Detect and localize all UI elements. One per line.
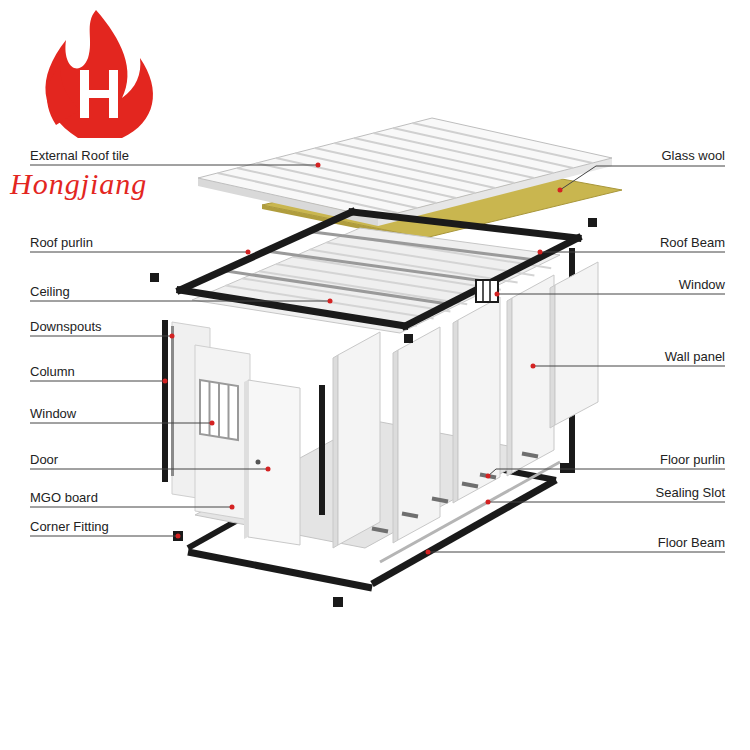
wall-panel [333, 262, 598, 548]
sealing-slot [380, 462, 560, 562]
corner-fitting [150, 218, 597, 607]
part-label: Sealing Slot [656, 485, 725, 500]
part-label: Corner Fitting [30, 519, 109, 534]
floor-beam [188, 480, 556, 588]
column [319, 385, 325, 515]
part-label: Ceiling [30, 284, 70, 299]
part-label: Roof purlin [30, 235, 93, 250]
part-label: MGO board [30, 490, 98, 505]
roof-tile [198, 118, 612, 226]
leader-dot [163, 163, 563, 555]
part-label: Door [30, 452, 58, 467]
logo-flame [45, 10, 152, 138]
part-label: Wall panel [665, 349, 725, 364]
roof-purlin [223, 232, 535, 305]
window-frame [476, 280, 498, 302]
part-label: Glass wool [661, 148, 725, 163]
part-label: Floor purlin [660, 452, 725, 467]
wall-panel [195, 345, 250, 520]
part-label: External Roof tile [30, 148, 129, 163]
part-label: Column [30, 364, 75, 379]
ceiling [192, 228, 560, 333]
column [162, 320, 168, 482]
downspout [171, 326, 174, 476]
brand-logo-text: Hongjiang [10, 168, 147, 200]
part-label: Window [679, 277, 725, 292]
part-label: Floor Beam [658, 535, 725, 550]
leader-line [30, 165, 725, 552]
window-frame [200, 380, 238, 440]
part-label: Roof Beam [660, 235, 725, 250]
part-label: Window [30, 406, 76, 421]
door [244, 380, 300, 545]
part-label: Downspouts [30, 319, 102, 334]
